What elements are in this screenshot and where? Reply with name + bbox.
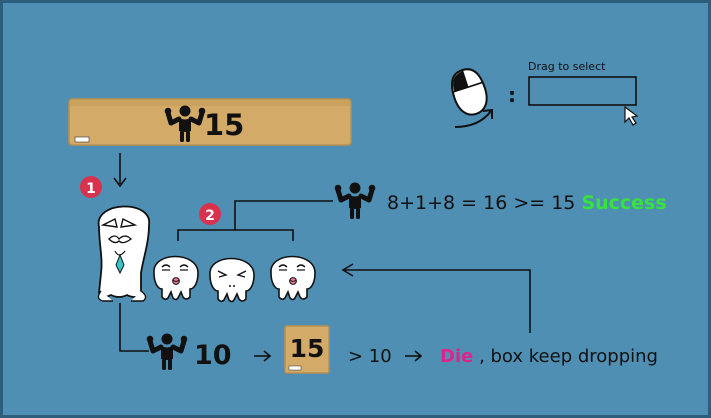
tutorial-panel: 15 1 2 — [3, 3, 708, 415]
cursor-icon — [624, 105, 639, 126]
marker-two: 2 — [199, 203, 221, 225]
small-box-value: 15 — [290, 334, 325, 363]
return-arrow — [341, 263, 531, 333]
small-ghost-right — [270, 255, 316, 301]
fail-strength: 10 — [194, 340, 232, 371]
drag-hint: : Drag to select — [451, 60, 639, 128]
arrow-right-icon — [254, 350, 272, 362]
group-bracket — [177, 200, 333, 241]
drag-curve-arrow — [454, 110, 492, 128]
selection-rectangle — [528, 76, 637, 106]
svg-text:Die , box keep dropping: Die , box keep dropping — [440, 346, 658, 367]
fail-result-rest: , box keep dropping — [479, 346, 658, 367]
marker-one: 1 — [80, 176, 102, 198]
mouse-icon — [451, 68, 488, 116]
small-ghost-middle — [209, 257, 255, 303]
svg-text:8+1+8 = 16 >= 15 Success: 8+1+8 = 16 >= 15 Success — [387, 192, 667, 214]
top-strength-box: 15 — [68, 98, 352, 146]
top-box-value: 15 — [204, 108, 244, 142]
arrow-right-icon — [405, 350, 423, 362]
fail-result-word: Die — [440, 346, 473, 367]
strength-icon — [147, 334, 188, 371]
drag-label: Drag to select — [528, 60, 606, 73]
success-equation: 8+1+8 = 16 >= 15 — [387, 192, 575, 214]
fail-line: 10 15 > 10 Die , box keep dropping — [119, 303, 658, 374]
drop-arrow — [113, 153, 127, 188]
strength-icon — [335, 183, 376, 220]
marker-one-label: 1 — [86, 181, 96, 197]
big-ghost — [97, 205, 150, 302]
success-result: Success — [581, 192, 666, 214]
small-ghost-left — [153, 255, 199, 301]
hint-colon: : — [508, 83, 516, 107]
small-box: 15 — [284, 325, 330, 374]
marker-two-label: 2 — [205, 208, 215, 224]
fail-comparison: > 10 — [348, 346, 392, 367]
success-line: 8+1+8 = 16 >= 15 Success — [335, 183, 667, 220]
